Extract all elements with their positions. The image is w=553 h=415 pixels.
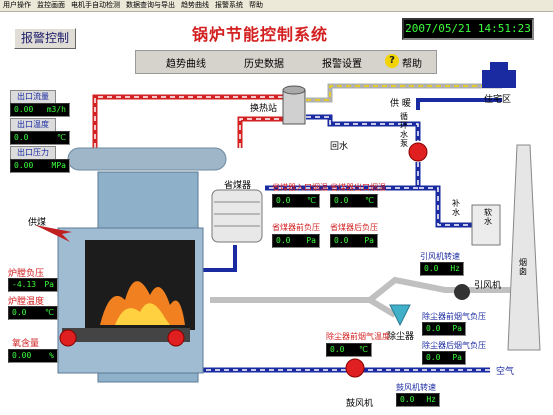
- furnace-pressure-label: 炉膛负压: [8, 269, 45, 279]
- dust-temp-label: 除尘器前烟气温度: [326, 332, 390, 341]
- help-icon[interactable]: ?: [385, 54, 399, 68]
- menu-item-6[interactable]: 帮助: [249, 1, 263, 9]
- softener-tank: [471, 204, 501, 246]
- menu-item-4[interactable]: 趋势曲线: [181, 1, 209, 9]
- heat-exchanger: [282, 89, 306, 125]
- grate-left-wheel: [59, 329, 77, 347]
- menu-bar: 用户操作监控画面电机手自动检测数据查询与导出趋势曲线报警系统帮助: [0, 0, 553, 12]
- softener-label: 软 水: [484, 208, 492, 226]
- return-pipe-blue-dash: [306, 116, 419, 141]
- induced-fan-label: 引风机: [474, 281, 502, 291]
- chain-grate: [62, 328, 190, 342]
- blower-speed-label: 鼓风机转速: [396, 383, 436, 392]
- dust-duct: [368, 297, 397, 318]
- help-button[interactable]: 帮助: [402, 59, 422, 70]
- economizer-body: [211, 189, 263, 243]
- circulating-pump-label: 循环水泵: [400, 112, 408, 148]
- dust-rear-pressure-label: 除尘器后烟气负压: [422, 341, 486, 350]
- induced-fan: [454, 284, 470, 300]
- economizer-front-pressure-label: 省煤器前负压: [272, 223, 320, 232]
- menu-item-1[interactable]: 监控画面: [37, 1, 65, 9]
- feed-pipe-blue-dash: [417, 162, 472, 226]
- furnace-temp-value: 0.0℃: [8, 306, 58, 320]
- outlet-pressure-label: 出口压力: [10, 146, 56, 160]
- menu-item-0[interactable]: 用户操作: [3, 1, 31, 9]
- dust-temp-value: 0.0℃: [326, 343, 372, 357]
- outlet-temp-value: 0.0℃: [10, 131, 70, 145]
- economizer-in-temp-value: 0.0℃: [272, 194, 320, 208]
- circulating-pump: [408, 142, 428, 162]
- supply-label: 供 暖: [390, 99, 411, 109]
- history-data-button[interactable]: 历史数据: [244, 59, 284, 70]
- dust-collector-label: 除尘器: [387, 332, 415, 342]
- makeup-water-label: 补 水: [452, 199, 460, 217]
- return-pipe-to-residential: [416, 98, 502, 110]
- economizer-to-boiler-pipe: [200, 245, 237, 272]
- air-label: 空气: [496, 367, 515, 377]
- chimney: [507, 144, 541, 351]
- heat-exchanger-label: 换热站: [250, 104, 278, 114]
- dust-front-pressure-label: 除尘器前烟气负压: [422, 312, 486, 321]
- datetime-display: 2007/05/21 14:51:23: [402, 18, 534, 40]
- menu-item-2[interactable]: 电机手自动检测: [71, 1, 120, 9]
- grate-right-wheel: [167, 329, 185, 347]
- induced-fan-speed-label: 引风机转速: [420, 252, 460, 261]
- heating-supply-pipe-dash: [306, 85, 502, 101]
- economizer-in-temp-label: 省煤器入口烟温: [272, 183, 328, 192]
- oxygen-value: 0.00%: [8, 349, 58, 363]
- residential-label: 住宅区: [484, 95, 512, 105]
- alarm-control-button[interactable]: 报警控制: [14, 28, 76, 49]
- alarm-settings-button[interactable]: 报警设置: [322, 59, 362, 70]
- residential-building: [482, 70, 516, 88]
- steam-drum: [67, 147, 227, 171]
- supply-pipe-red-2-dash: [239, 118, 283, 148]
- blower-fan: [345, 358, 365, 378]
- outlet-temp-label: 出口温度: [10, 118, 56, 132]
- oxygen-label: 氧含量: [12, 339, 40, 349]
- dust-collector: [389, 304, 411, 327]
- economizer-label: 省煤器: [224, 181, 252, 191]
- page-title: 锅炉节能控制系统: [192, 25, 329, 44]
- economizer-out-temp-value: 0.0℃: [330, 194, 378, 208]
- coal-feed-arrow: [35, 225, 72, 242]
- outlet-flow-label: 出口流量: [10, 90, 56, 104]
- blower-label: 鼓风机: [346, 399, 374, 409]
- menu-item-5[interactable]: 报警系统: [215, 1, 243, 9]
- supply-pipe-red-2: [237, 116, 283, 148]
- furnace-temp-label: 炉膛温度: [8, 297, 45, 307]
- trend-curve-button[interactable]: 趋势曲线: [166, 59, 206, 70]
- function-toolbar: 趋势曲线 历史数据 报警设置 ? 帮助: [135, 50, 437, 74]
- supply-pipe-red: [92, 94, 283, 148]
- return-label: 回水: [330, 142, 349, 152]
- feed-pipe-blue: [415, 162, 472, 228]
- economizer-rear-pressure-label: 省煤器后负压: [330, 223, 378, 232]
- coal-feed-label: 供煤: [28, 218, 47, 228]
- economizer-out-temp-label: 省煤器出口烟温: [330, 183, 386, 192]
- chimney-label: 烟 囱: [519, 258, 527, 276]
- menu-item-3[interactable]: 数据查询与导出: [126, 1, 175, 9]
- furnace-flame-core: [115, 303, 170, 325]
